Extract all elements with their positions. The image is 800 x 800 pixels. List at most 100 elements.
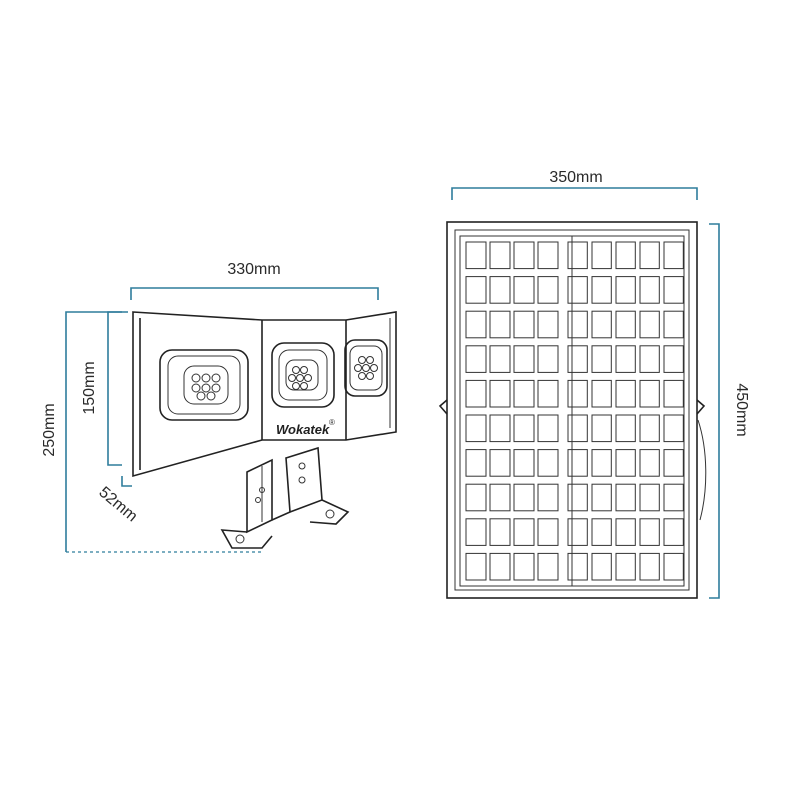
solar-cell — [591, 345, 612, 373]
solar-cell — [567, 379, 588, 408]
solar-cell — [615, 345, 636, 373]
solar-cell — [567, 241, 588, 270]
solar-cell — [663, 414, 684, 443]
panel-width-dimension: 350mm — [451, 169, 698, 200]
brand-registered-mark: ® — [329, 418, 335, 427]
lens-right — [344, 339, 388, 397]
solar-cell — [465, 483, 487, 512]
solar-cell — [639, 414, 660, 443]
solar-cell — [489, 276, 511, 304]
light-width-dimension: 330mm — [130, 261, 379, 300]
solar-cell — [639, 518, 660, 546]
solar-light-fixture: Wokatek ® — [132, 311, 397, 549]
solar-cell — [567, 518, 588, 546]
solar-cell — [591, 518, 612, 546]
solar-cell — [513, 483, 535, 512]
solar-cell — [489, 552, 511, 581]
solar-cell — [537, 552, 559, 581]
solar-cell — [567, 414, 588, 443]
panel-height-label: 450mm — [733, 383, 750, 436]
solar-cell — [489, 449, 511, 477]
solar-cell — [537, 379, 559, 408]
solar-cell — [663, 345, 684, 373]
solar-cell — [663, 552, 684, 581]
solar-cell — [615, 414, 636, 443]
solar-cell — [489, 310, 511, 339]
solar-cell — [639, 379, 660, 408]
solar-cell — [615, 483, 636, 512]
solar-cell — [489, 518, 511, 546]
solar-cell — [663, 310, 684, 339]
solar-cell — [465, 241, 487, 270]
solar-cell — [639, 241, 660, 270]
solar-cell — [663, 276, 684, 304]
solar-cell — [567, 310, 588, 339]
solar-cell — [513, 449, 535, 477]
solar-cell — [591, 483, 612, 512]
solar-cell — [465, 449, 487, 477]
solar-cell — [663, 483, 684, 512]
light-head-height-label: 150mm — [81, 361, 98, 414]
solar-cell — [591, 276, 612, 304]
solar-cell — [513, 552, 535, 581]
solar-cell — [639, 552, 660, 581]
solar-cell — [537, 345, 559, 373]
solar-cell — [591, 414, 612, 443]
solar-cell — [567, 276, 588, 304]
solar-cell — [591, 449, 612, 477]
solar-cell-grid — [465, 241, 684, 581]
light-total-height-dimension: 250mm — [41, 311, 262, 553]
solar-cell — [537, 276, 559, 304]
brand-logo: Wokatek — [276, 422, 330, 437]
solar-cell — [465, 414, 487, 443]
mounting-bracket — [220, 446, 350, 549]
light-depth-dimension: 52mm — [95, 476, 140, 525]
lens-left — [159, 349, 249, 421]
solar-cell — [591, 552, 612, 581]
solar-cell — [489, 241, 511, 270]
solar-cell — [639, 276, 660, 304]
solar-cell — [615, 379, 636, 408]
solar-cell — [513, 241, 535, 270]
solar-cell — [537, 449, 559, 477]
solar-cell — [591, 379, 612, 408]
solar-cell — [663, 518, 684, 546]
solar-cell — [639, 483, 660, 512]
light-total-height-label: 250mm — [41, 403, 58, 456]
solar-cell — [591, 310, 612, 339]
panel-height-dimension: 450mm — [709, 223, 750, 599]
solar-cell — [513, 345, 535, 373]
solar-cell — [489, 483, 511, 512]
solar-cell — [489, 414, 511, 443]
solar-cell — [663, 241, 684, 270]
solar-cell — [537, 241, 559, 270]
solar-cell — [537, 518, 559, 546]
light-head-height-dimension: 150mm — [81, 311, 122, 466]
solar-cell — [465, 310, 487, 339]
solar-cell — [567, 345, 588, 373]
solar-cell — [465, 345, 487, 373]
solar-cell — [663, 449, 684, 477]
solar-cell — [537, 414, 559, 443]
solar-cell — [639, 310, 660, 339]
solar-cell — [489, 345, 511, 373]
solar-cell — [537, 310, 559, 339]
solar-cell — [513, 310, 535, 339]
solar-cell — [639, 449, 660, 477]
solar-cell — [663, 379, 684, 408]
solar-cell — [567, 483, 588, 512]
solar-cell — [591, 241, 612, 270]
solar-cell — [465, 552, 487, 581]
solar-cell — [465, 379, 487, 408]
solar-cell — [639, 345, 660, 373]
solar-cell — [465, 518, 487, 546]
light-width-label: 330mm — [227, 261, 280, 278]
solar-cell — [513, 276, 535, 304]
solar-cell — [567, 449, 588, 477]
solar-cell — [537, 483, 559, 512]
solar-cell — [513, 414, 535, 443]
solar-cell — [615, 518, 636, 546]
solar-cell — [465, 276, 487, 304]
solar-cell — [615, 449, 636, 477]
